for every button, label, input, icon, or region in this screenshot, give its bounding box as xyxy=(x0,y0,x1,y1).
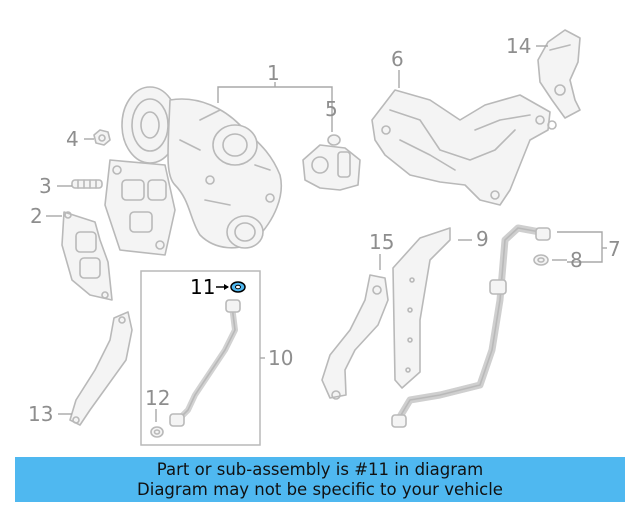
callout-1: 1 xyxy=(267,61,280,85)
gasket-part xyxy=(61,211,113,301)
callout-9: 9 xyxy=(476,227,489,251)
heat-shield-part xyxy=(371,89,551,206)
support-bracket-part xyxy=(321,274,389,400)
banner-line-2: Diagram may not be specific to your vehi… xyxy=(137,480,503,499)
callout-12: 12 xyxy=(145,386,170,410)
callout-13: 13 xyxy=(28,402,53,426)
callout-3: 3 xyxy=(39,174,52,198)
callout-8: 8 xyxy=(570,248,583,272)
shield-plate-part xyxy=(392,227,451,389)
callout-6: 6 xyxy=(391,47,404,71)
turbocharger-part xyxy=(104,86,282,256)
callout-11: 11 xyxy=(190,275,215,299)
banner-line-1: Part or sub-assembly is #11 in diagram xyxy=(156,460,484,479)
actuator-part xyxy=(302,134,361,191)
callout-labels: 1 2 3 4 5 6 7 8 9 10 11 12 13 14 15 xyxy=(28,34,621,426)
oil-return-pipe-part xyxy=(391,224,551,428)
callout-10: 10 xyxy=(268,346,293,370)
bracket-part xyxy=(537,29,581,130)
callout-15: 15 xyxy=(369,230,394,254)
info-banner: Part or sub-assembly is #11 in diagram D… xyxy=(15,457,625,502)
callout-2: 2 xyxy=(30,204,43,228)
callout-14: 14 xyxy=(506,34,531,58)
leader-lines xyxy=(46,45,607,422)
callout-5: 5 xyxy=(325,97,338,121)
seal-ring-part-11 xyxy=(230,281,246,293)
callout-7: 7 xyxy=(608,237,621,261)
callout-4: 4 xyxy=(66,127,79,151)
washer-part xyxy=(533,254,549,266)
nut-part xyxy=(93,129,111,146)
lower-bracket-part xyxy=(69,311,133,426)
stud-part xyxy=(71,179,103,189)
